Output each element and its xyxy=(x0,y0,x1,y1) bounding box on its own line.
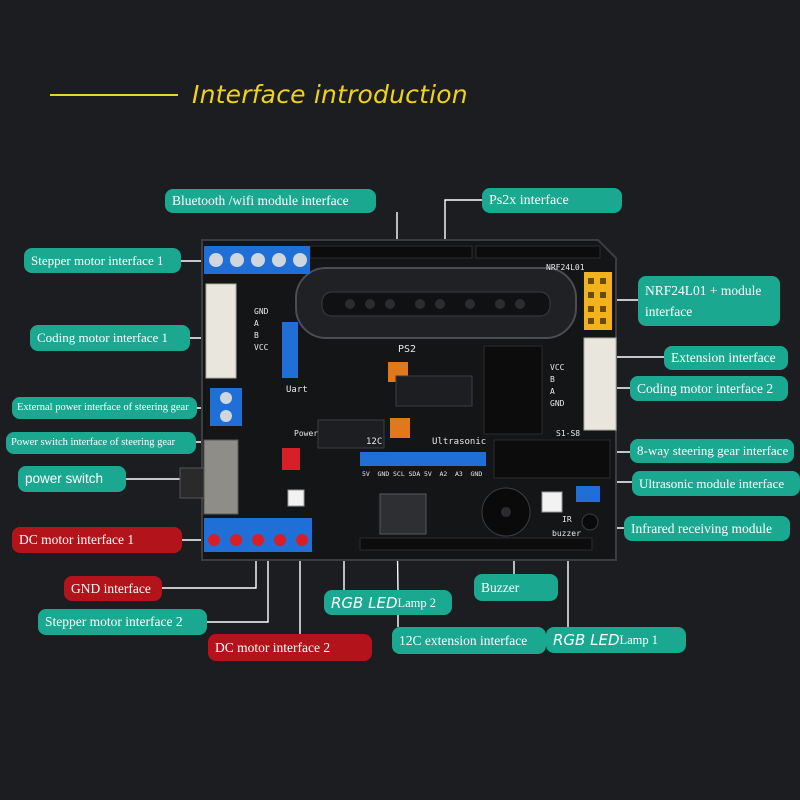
label-external-power-steering: External power interface of steering gea… xyxy=(12,397,197,419)
power-switch-knob xyxy=(179,467,205,499)
coding2-pin-label: GND xyxy=(550,399,565,408)
i2c-pin-label: A3 xyxy=(455,470,463,478)
coding1-pin-label: B xyxy=(254,331,259,340)
s1s8-silk: S1-S8 xyxy=(556,429,580,438)
steer-switch xyxy=(282,448,300,470)
extension-header xyxy=(483,345,543,435)
i2c-ultrasonic-header xyxy=(360,452,486,466)
i2c-silk: 12C xyxy=(366,437,382,447)
label-dc-motor-2: DC motor interface 2 xyxy=(208,634,372,661)
coding1-pin-labels: GND AB VCC xyxy=(254,307,269,352)
coding2-pin-labels: VCC BA GND xyxy=(550,363,565,408)
label-coding-motor-1: Coding motor interface 1 xyxy=(30,325,190,351)
coding2-connector xyxy=(583,337,617,431)
label-buzzer: Buzzer xyxy=(474,574,558,601)
label-stepper-motor-2: Stepper motor interface 2 xyxy=(38,609,207,635)
driver-chip-2 xyxy=(317,419,385,449)
top-header-right xyxy=(475,245,601,259)
rgb-led-2-text: RGB LED xyxy=(331,593,398,612)
top-header-left xyxy=(309,245,473,259)
label-extension: Extension interface xyxy=(664,346,788,370)
uart-header xyxy=(282,322,298,378)
rgb-led-1 xyxy=(541,491,563,513)
label-infrared: Infrared receiving module xyxy=(624,516,790,541)
ir-receiver xyxy=(581,513,599,531)
coding1-connector xyxy=(205,283,237,379)
label-power-switch: power switch xyxy=(18,466,126,492)
diagram-title: Interface introduction xyxy=(192,80,468,109)
coding2-pin-label: A xyxy=(550,387,555,396)
label-gnd: GND interface xyxy=(64,576,162,601)
rgb-led-small xyxy=(390,418,410,438)
driver-chip-1 xyxy=(395,375,473,407)
label-bluetooth-wifi: Bluetooth /wifi module interface xyxy=(165,189,376,213)
coding1-pin-label: GND xyxy=(254,307,269,316)
power-led xyxy=(287,489,305,507)
label-coding-motor-2: Coding motor interface 2 xyxy=(630,376,788,401)
i2c-pin-label: GND xyxy=(378,470,390,478)
label-dc-motor-1: DC motor interface 1 xyxy=(12,527,182,553)
lamp-2-text: Lamp 2 xyxy=(397,595,437,610)
label-stepper-motor-1: Stepper motor interface 1 xyxy=(24,248,181,273)
label-i2c-extension: 12C extension interface xyxy=(392,627,546,654)
i2c-pin-label: GND xyxy=(471,470,483,478)
power-switch-body xyxy=(203,439,239,515)
bottom-header xyxy=(359,537,593,551)
label-8way-steering: 8-way steering gear interface xyxy=(630,439,794,463)
coding1-pin-label: A xyxy=(254,319,259,328)
rgb-led-1-text: RGB LED xyxy=(553,631,620,649)
title-underline xyxy=(50,94,178,96)
lamp-1-text: Lamp 1 xyxy=(619,633,659,647)
i2c-pin-label: SDA xyxy=(409,470,421,478)
coding2-pin-label: B xyxy=(550,375,555,384)
i2c-pin-label: A2 xyxy=(440,470,448,478)
ultrasonic-silk: Ultrasonic xyxy=(432,437,486,447)
ps2-silk: PS2 xyxy=(398,344,416,355)
buzzer-silk: buzzer xyxy=(552,529,581,538)
i2c-pin-label: 5V xyxy=(424,470,432,478)
power-silk: Power xyxy=(294,429,318,438)
label-ultrasonic: Ultrasonic module interface xyxy=(632,471,800,496)
i2c-pin-label: SCL xyxy=(393,470,405,478)
label-ps2x: Ps2x interface xyxy=(482,188,622,213)
label-power-switch-steering: Power switch interface of steering gear xyxy=(6,432,196,454)
uart-silk: Uart xyxy=(286,385,308,395)
i2c-pin-label: 5V xyxy=(362,470,370,478)
ir-silk: IR xyxy=(562,515,572,524)
coding2-pin-label: VCC xyxy=(550,363,565,372)
ir-header xyxy=(576,486,600,502)
nrf-silk: NRF24L01 xyxy=(546,263,585,272)
label-nrf24l01: NRF24L01 + module interface xyxy=(638,276,780,326)
wifi-chip xyxy=(379,493,427,535)
servo-header xyxy=(493,439,611,479)
coding1-pin-label: VCC xyxy=(254,343,269,352)
